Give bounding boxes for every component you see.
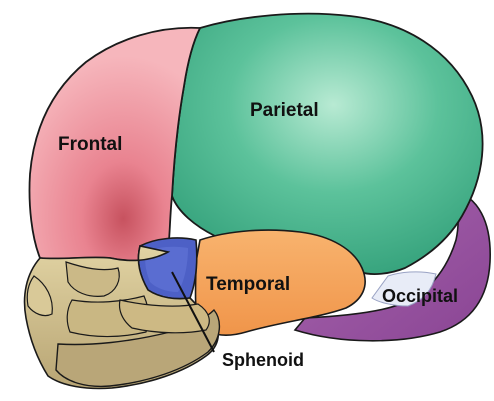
temporal-label: Temporal xyxy=(206,274,290,295)
parietal-label: Parietal xyxy=(250,100,319,121)
frontal-label: Frontal xyxy=(58,134,122,155)
occipital-label: Occipital xyxy=(382,286,458,306)
sphenoid-label: Sphenoid xyxy=(222,350,304,370)
